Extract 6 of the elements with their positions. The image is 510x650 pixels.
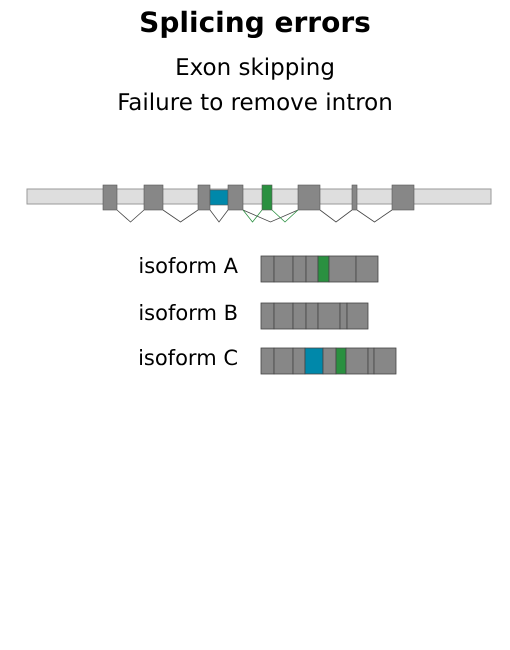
subtitle: Failure to remove intron — [117, 90, 393, 116]
title: Splicing errors — [139, 6, 371, 39]
isoform-label: isoform C — [138, 346, 238, 370]
subtitle: Exon skipping — [175, 55, 335, 81]
isoform-label: isoform A — [138, 254, 238, 278]
isoform-label: isoform B — [138, 301, 238, 325]
